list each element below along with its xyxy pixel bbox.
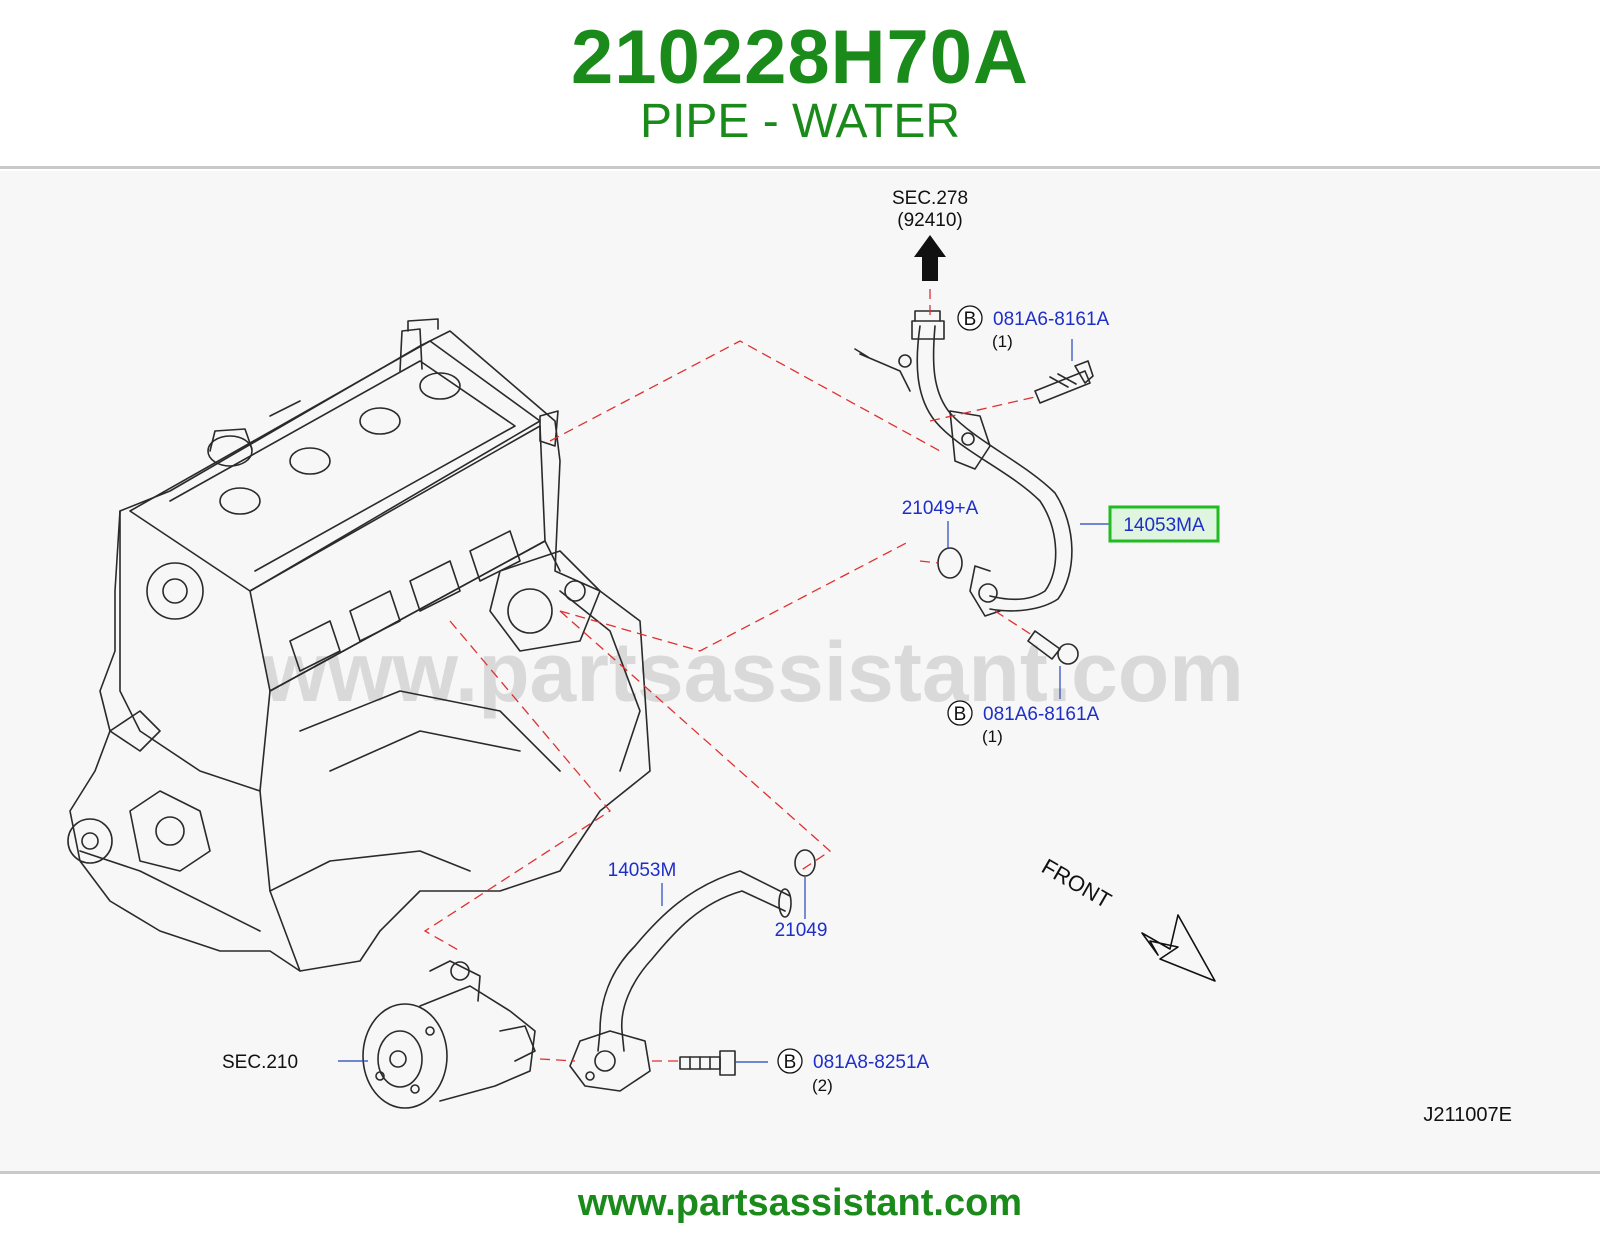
b-marker-icon [777, 1048, 803, 1074]
part-link-21049a[interactable]: 21049+A [902, 498, 979, 519]
b-marker-icon [957, 305, 983, 331]
qty-label-upper: (1) [992, 332, 1013, 351]
part-link-21049[interactable]: 21049 [775, 920, 828, 941]
b-marker-label: B [954, 704, 967, 725]
sec-278-label: SEC.278 [892, 188, 968, 209]
water-pipe-14053ma-illustration [854, 310, 1073, 617]
o-ring-upper-illustration [937, 547, 963, 579]
header-divider [0, 166, 1600, 169]
footer-website-link[interactable]: www.partsassistant.com [577, 1182, 1023, 1224]
page-header: 210228H70A PIPE - WATER [0, 0, 1600, 168]
sec-278-code-label: (92410) [897, 210, 963, 231]
front-label: FRONT [1038, 854, 1116, 914]
part-link-081a6-8161a-upper[interactable]: 081A6-8161A [993, 309, 1110, 330]
bolt-illustration-upper [1034, 360, 1094, 404]
callout-upper-bolt[interactable]: B 081A6-8161A (1) [957, 305, 1110, 361]
footer-divider [0, 1171, 1600, 1174]
front-direction-indicator: FRONT [1038, 854, 1216, 982]
water-pump-illustration [362, 960, 536, 1109]
part-name-subtitle: PIPE - WATER [639, 95, 960, 148]
sec-210-reference: SEC.210 [222, 1052, 368, 1073]
part-link-081a8-8251a[interactable]: 081A8-8251A [813, 1052, 930, 1073]
assembly-guide-lines [423, 289, 1036, 1062]
callout-14053m[interactable]: 14053M [608, 860, 677, 906]
diagram-canvas: www.partsassistant.com [67, 188, 1512, 1126]
highlight-box [1108, 505, 1220, 543]
bolt-illustration-bottom [679, 1050, 736, 1076]
parts-diagram: www.partsassistant.com [0, 171, 1600, 1171]
part-link-081a6-8161a-lower[interactable]: 081A6-8161A [983, 704, 1100, 725]
qty-label-bottom: (2) [812, 1076, 833, 1095]
engine-block-illustration [67, 318, 651, 972]
bolt-illustration-lower [1027, 630, 1079, 665]
callout-21049a[interactable]: 21049+A [902, 498, 979, 549]
part-link-14053m[interactable]: 14053M [608, 860, 677, 881]
front-arrow-icon [1141, 914, 1216, 982]
callout-14053ma[interactable]: 14053MA [1080, 505, 1220, 543]
b-marker-label: B [964, 309, 977, 330]
b-marker-label: B [784, 1052, 797, 1073]
sec-278-reference: SEC.278 (92410) [892, 188, 968, 281]
diagram-code: J211007E [1423, 1104, 1512, 1126]
watermark-text: www.partsassistant.com [261, 625, 1244, 719]
b-marker-icon [947, 700, 973, 726]
callout-bottom-bolt[interactable]: B 081A8-8251A (2) [735, 1048, 930, 1095]
up-arrow-icon [914, 235, 946, 281]
water-pipe-14053m-illustration [569, 870, 792, 1092]
sec-210-label: SEC.210 [222, 1052, 298, 1073]
qty-label-lower: (1) [982, 727, 1003, 746]
part-link-14053ma[interactable]: 14053MA [1123, 515, 1205, 536]
o-ring-lower-illustration [794, 849, 816, 877]
callout-lower-bolt[interactable]: B 081A6-8161A (1) [947, 666, 1100, 746]
part-number-title: 210228H70A [571, 15, 1029, 100]
callout-21049[interactable]: 21049 [775, 877, 828, 941]
